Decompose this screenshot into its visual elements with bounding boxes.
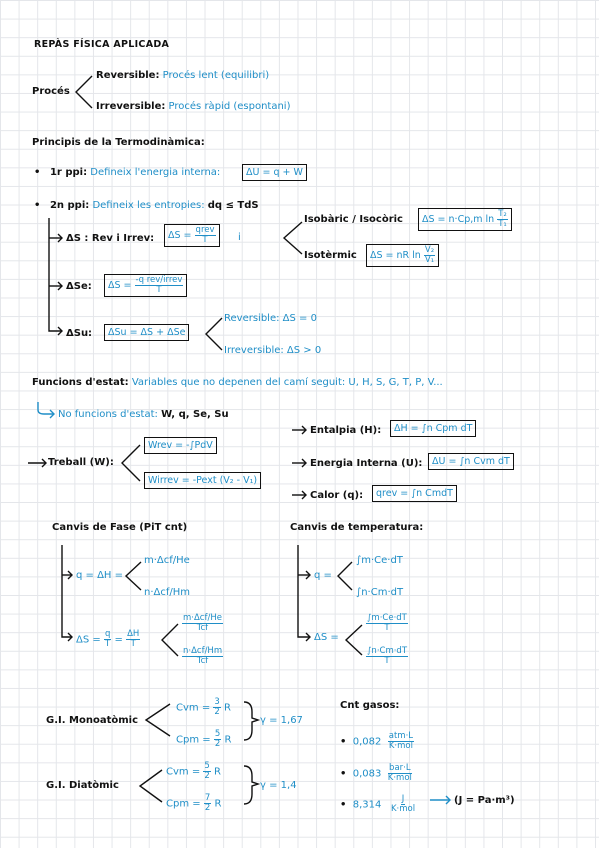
no-funcions-row: No funcions d'estat: W, q, Se, Su [58, 409, 229, 421]
bullet-icon: • [34, 167, 41, 178]
isot-label: Isotèrmic [304, 250, 357, 261]
proces-label: Procés [32, 86, 70, 97]
bullet-icon: • [340, 799, 347, 811]
fase-q-label: q = ΔH = [76, 570, 124, 581]
su-label: ΔSu: [66, 328, 93, 339]
rev-value: Procés lent (equilibri) [162, 70, 270, 81]
rev-irrev-i: i [238, 232, 241, 243]
bullet-icon: • [340, 736, 347, 748]
temp-q2: ∫n·Cm·dT [356, 587, 404, 598]
gi-dia-gamma: γ = 1,4 [260, 780, 297, 791]
proces-irreversible: Irreversible: Procés ràpid (espontani) [96, 101, 290, 113]
p1-text: Defineix l'energia interna: [90, 167, 221, 178]
cnt-c3-note: (J = Pa·m³) [454, 795, 515, 806]
proces-reversible: Reversible: Procés lent (equilibri) [96, 70, 269, 82]
iso-label: Isobàric / Isocòric [304, 214, 403, 225]
su-rev: Reversible: ΔS = 0 [224, 313, 317, 324]
irr-value: Procés ràpid (espontani) [168, 101, 291, 112]
calor-label: Calor (q): [310, 490, 364, 501]
p2-label: 2n ppi: [49, 200, 90, 211]
p2-ineq: dq ≤ TdS [207, 200, 259, 211]
gi-dia-label: G.I. Diatòmic [46, 780, 119, 791]
funcions-row: Funcions d'estat: Variables que no depen… [32, 377, 443, 389]
entalpia-label: Entalpia (H): [310, 425, 382, 436]
calor-box: qrev = ∫n CmdT [372, 485, 457, 502]
rev-label: Reversible: [96, 70, 160, 81]
p1-box: ΔU = q + W [242, 164, 307, 181]
temp-q-label: q = [314, 570, 332, 581]
energia-label: Energia Interna (U): [310, 458, 423, 469]
gi-mono-label: G.I. Monoatòmic [46, 715, 138, 726]
p2-text: Defineix les entropies: [92, 200, 205, 211]
no-funcions-label: No funcions d'estat: [58, 409, 158, 420]
su-box: ΔSu = ΔS + ΔSe [104, 324, 190, 341]
canvis-fase-title: Canvis de Fase (PiT cnt) [52, 522, 188, 533]
temp-s-label: ΔS = [314, 632, 339, 643]
rev-irrev-label: ΔS : Rev i Irrev: [66, 233, 155, 244]
treball-label: Treball (W): [48, 457, 114, 468]
p2-row: • 2n ppi: Defineix les entropies: dq ≤ T… [34, 200, 259, 212]
no-funcions-text: W, q, Se, Su [161, 409, 229, 420]
bullet-icon: • [340, 768, 347, 780]
principis-title: Principis de la Termodinàmica: [32, 137, 205, 148]
temp-q1: ∫m·Ce·dT [356, 555, 403, 566]
bullet-icon: • [34, 200, 41, 211]
page-title: REPÀS FÍSICA APLICADA [34, 39, 170, 50]
funcions-text: Variables que no depenen del camí seguit… [131, 377, 443, 388]
p1-label: 1r ppi: [49, 167, 88, 178]
fase-q1: m·Δcf/He [144, 555, 190, 566]
cnt-title: Cnt gasos: [340, 700, 400, 711]
su-irrev: Irreversible: ΔS > 0 [224, 345, 322, 356]
irr-label: Irreversible: [96, 101, 166, 112]
treball-box-irrev: Wirrev = -Pext (V₂ - V₁) [144, 472, 262, 489]
se-label: ΔSe: [66, 281, 92, 292]
canvis-temp-title: Canvis de temperatura: [290, 522, 424, 533]
fase-q2: n·Δcf/Hm [144, 587, 191, 598]
gi-mono-gamma: γ = 1,67 [260, 715, 303, 726]
treball-box-rev: Wrev = -∫PdV [144, 437, 217, 454]
p1-row: • 1r ppi: Defineix l'energia interna: [34, 167, 220, 179]
energia-box: ΔU = ∫n Cvm dT [428, 453, 514, 470]
funcions-label: Funcions d'estat: [32, 377, 129, 388]
entalpia-box: ΔH = ∫n Cpm dT [390, 420, 477, 437]
